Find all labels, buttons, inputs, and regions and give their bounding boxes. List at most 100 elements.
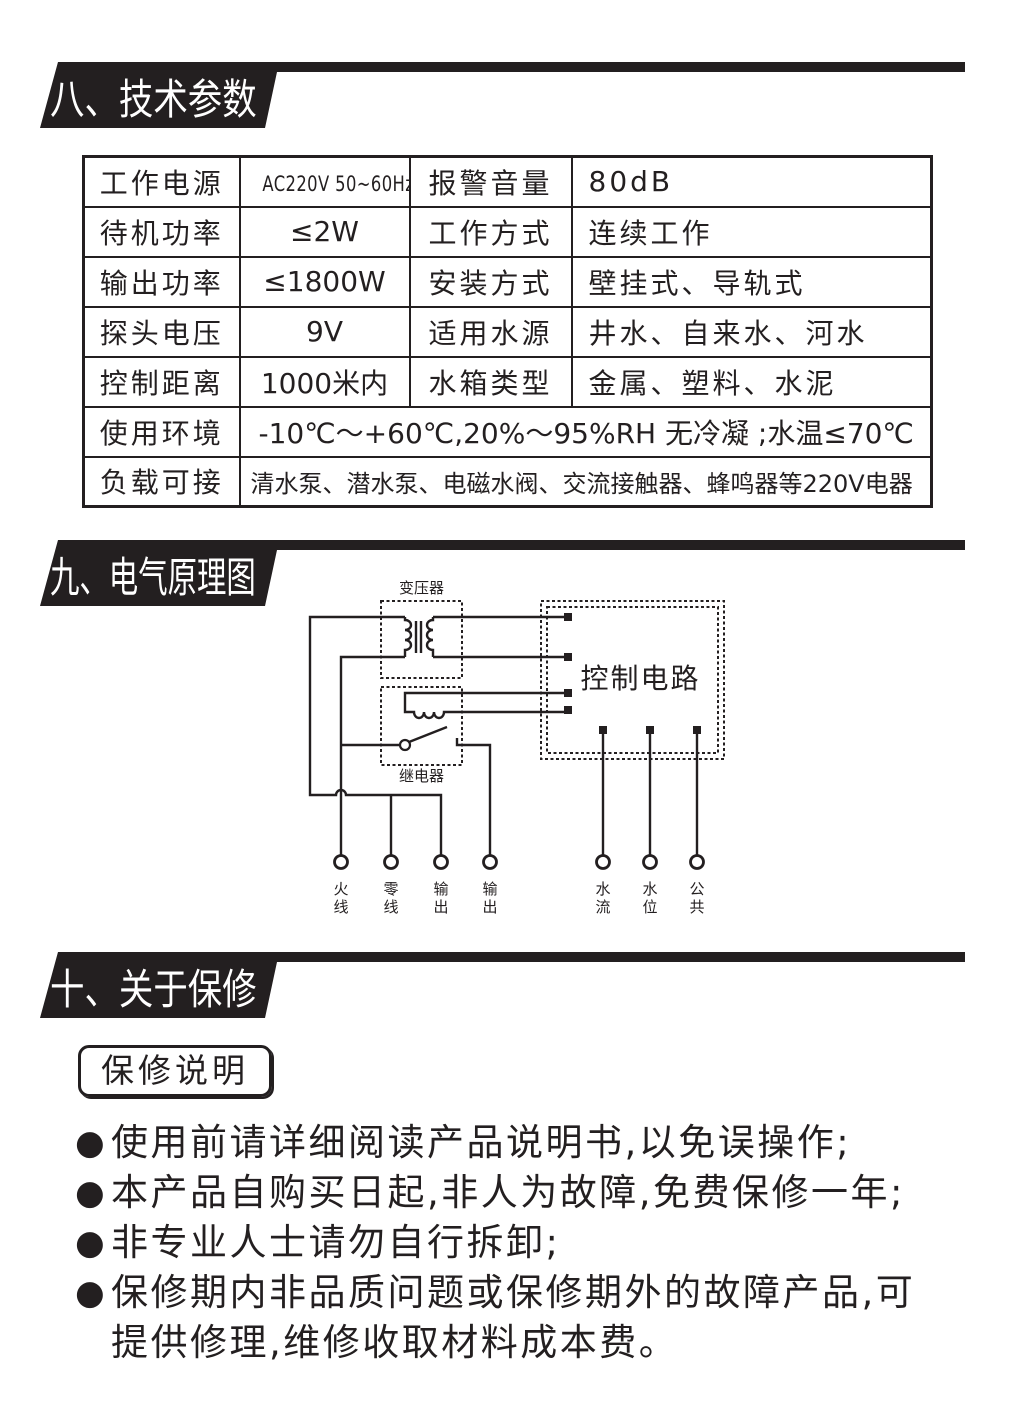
control-box-inner <box>546 606 719 754</box>
list-item-line: 保修期内非品质问题或保修期外的故障产品,可 <box>111 1271 916 1314</box>
transformer-box <box>380 600 463 679</box>
list-item-line: 本产品自购买日起,非人为故障,免费保修一年; <box>111 1171 905 1214</box>
section-title: 八、技术参数 <box>50 75 257 124</box>
spec-value: ≤2W <box>238 205 411 258</box>
spec-label: 使用环境 <box>82 405 241 458</box>
spec-row: 使用环境 -10℃～+60℃,20%～95%RH 无冷凝 ;水温≤70℃ <box>82 405 933 458</box>
spec-row: 待机功率 ≤2W 工作方式 连续工作 <box>82 205 933 258</box>
spec-value: -10℃～+60℃,20%～95%RH 无冷凝 ;水温≤70℃ <box>238 405 933 458</box>
section-header-banner <box>40 952 965 1018</box>
section-header-specs: 八、技术参数 <box>0 62 1009 128</box>
list-item-text: 使用前请详细阅读产品说明书,以免误操作; <box>111 1118 851 1168</box>
section-header-warranty: 十、关于保修 <box>0 952 1009 1018</box>
spec-row: 探头电压 9V 适用水源 井水、自来水、河水 <box>82 305 933 358</box>
terminal-label-output-2: 输出 <box>482 880 498 916</box>
spec-label: 负载可接 <box>82 455 241 508</box>
wiring-diagram: 变压器 继电器 控制电路 火线 零线 输出 输出 水流 水位 公共 <box>280 570 750 922</box>
switched-output-wire <box>455 738 492 855</box>
spec-value: 1000米内 <box>238 355 411 408</box>
spec-value: 金属、塑料、水泥 <box>570 355 933 408</box>
bullet-icon: ● <box>75 1173 105 1213</box>
header-banner-shape <box>40 62 965 128</box>
spec-value: 9V <box>238 305 411 358</box>
header-banner-shape <box>40 952 965 1018</box>
header-banner-shape <box>40 540 965 606</box>
specs-table: 工作电源 AC220V 50~60Hz 报警音量 80dB 待机功率 ≤2W 工… <box>82 155 933 508</box>
spec-label: 安装方式 <box>408 255 573 308</box>
terminal-output-1 <box>433 854 449 870</box>
terminal-live <box>333 854 349 870</box>
terminal-neutral <box>383 854 399 870</box>
terminal-water-level <box>642 854 658 870</box>
terminal-label-output-1: 输出 <box>433 880 449 916</box>
terminal-output-2 <box>482 854 498 870</box>
list-item: ● 使用前请详细阅读产品说明书,以免误操作; <box>75 1118 915 1168</box>
warranty-heading: 保修说明 <box>78 1045 272 1097</box>
relay-label: 继电器 <box>398 767 444 785</box>
terminal-common <box>689 854 705 870</box>
transformer-label: 变压器 <box>398 579 444 597</box>
list-item-text: 非专业人士请勿自行拆卸; <box>111 1218 560 1268</box>
bullet-icon: ● <box>75 1123 105 1163</box>
spec-value-cell: AC220V 50~60Hz <box>238 155 411 208</box>
list-item-line: 提供修理,维修收取材料成本费。 <box>111 1321 679 1364</box>
spec-label: 工作电源 <box>82 155 241 208</box>
terminal-label-water-flow: 水流 <box>595 880 611 916</box>
spec-label: 待机功率 <box>82 205 241 258</box>
warranty-list: ● 使用前请详细阅读产品说明书,以免误操作; ● 本产品自购买日起,非人为故障,… <box>75 1118 915 1368</box>
spec-row: 控制距离 1000米内 水箱类型 金属、塑料、水泥 <box>82 355 933 408</box>
spec-label: 工作方式 <box>408 205 573 258</box>
control-pin <box>564 653 572 661</box>
spec-value: 连续工作 <box>570 205 933 258</box>
spec-value: 壁挂式、导轨式 <box>570 255 933 308</box>
terminal-label-neutral: 零线 <box>383 880 399 916</box>
live-wire <box>339 655 405 855</box>
transformer-secondary-coil <box>425 617 435 657</box>
secondary-wires <box>433 615 568 659</box>
spec-label: 输出功率 <box>82 255 241 308</box>
control-pin <box>564 613 572 621</box>
list-item-line: 非专业人士请勿自行拆卸; <box>111 1221 561 1264</box>
section-header-banner <box>40 62 965 128</box>
spec-label: 水箱类型 <box>408 355 573 408</box>
section-title: 九、电气原理图 <box>50 553 256 602</box>
relay-coil <box>403 691 568 720</box>
bullet-icon: ● <box>75 1273 105 1313</box>
spec-value: 80dB <box>570 155 933 208</box>
bullet-icon: ● <box>75 1223 105 1263</box>
section-header-banner <box>40 540 965 606</box>
spec-label: 报警音量 <box>408 155 573 208</box>
control-pin <box>564 706 572 714</box>
list-item-text: 保修期内非品质问题或保修期外的故障产品,可 提供修理,维修收取材料成本费。 <box>111 1268 915 1368</box>
spec-row: 输出功率 ≤1800W 安装方式 壁挂式、导轨式 <box>82 255 933 308</box>
spec-label: 适用水源 <box>408 305 573 358</box>
spec-label: 探头电压 <box>82 305 241 358</box>
list-item: ● 保修期内非品质问题或保修期外的故障产品,可 提供修理,维修收取材料成本费。 <box>75 1268 915 1368</box>
list-item: ● 非专业人士请勿自行拆卸; <box>75 1218 915 1268</box>
spec-row: 负载可接 清水泵、潜水泵、电磁水阀、交流接触器、蜂鸣器等220V电器 <box>82 455 933 508</box>
relay-switch-blade <box>408 725 448 744</box>
spec-value: ≤1800W <box>238 255 411 308</box>
transformer-primary-coil <box>403 617 413 657</box>
list-item-text: 本产品自购买日起,非人为故障,免费保修一年; <box>111 1168 905 1218</box>
relay-switch-contact <box>398 738 412 752</box>
terminal-label-common: 公共 <box>689 880 705 916</box>
transformer-core <box>414 621 423 653</box>
list-item: ● 本产品自购买日起,非人为故障,免费保修一年; <box>75 1168 915 1218</box>
terminal-label-water-level: 水位 <box>642 880 658 916</box>
spec-value: AC220V 50~60Hz <box>261 172 410 197</box>
spec-row: 工作电源 AC220V 50~60Hz 报警音量 80dB <box>82 155 933 208</box>
control-circuit-label: 控制电路 <box>580 662 701 695</box>
terminal-label-live: 火线 <box>333 880 349 916</box>
list-item-line: 使用前请详细阅读产品说明书,以免误操作; <box>111 1121 852 1164</box>
wiring-diagram-drawing <box>308 600 725 870</box>
spec-label: 控制距离 <box>82 355 241 408</box>
section-header-diagram: 九、电气原理图 <box>0 540 1009 606</box>
section-title: 十、关于保修 <box>50 965 257 1014</box>
control-pin <box>564 689 572 697</box>
spec-value: 清水泵、潜水泵、电磁水阀、交流接触器、蜂鸣器等220V电器 <box>238 455 933 508</box>
terminal-water-flow <box>595 854 611 870</box>
relay-box <box>380 686 463 766</box>
spec-value: 井水、自来水、河水 <box>570 305 933 358</box>
